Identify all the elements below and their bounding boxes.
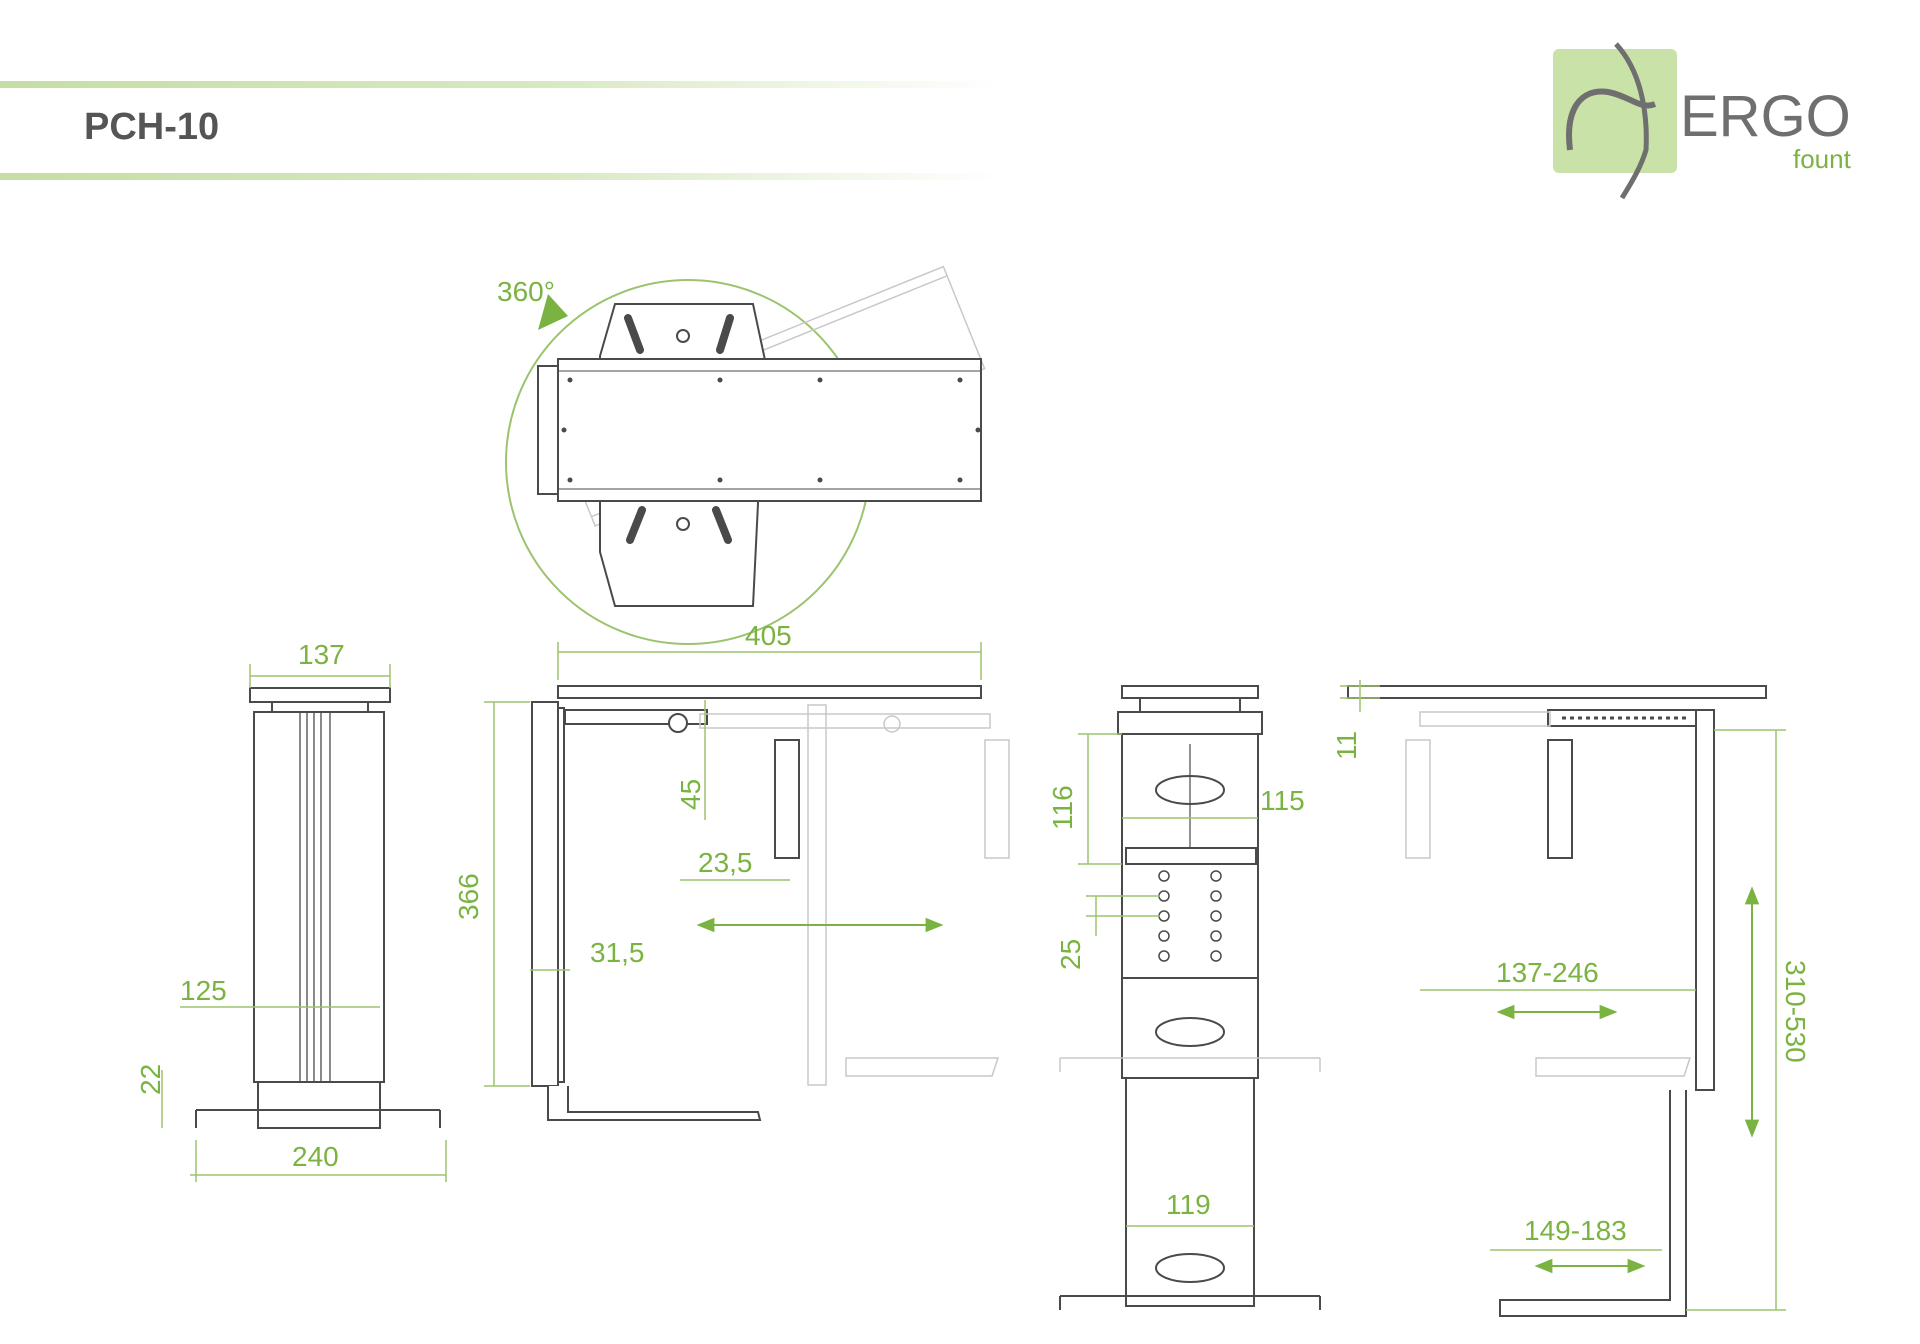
dim-side-column-offset: 31,5 <box>590 937 645 968</box>
front-column-rails <box>299 712 331 1082</box>
side-column <box>531 701 559 1087</box>
elev-handle-mid <box>1155 1017 1225 1047</box>
side-view-dims <box>484 642 982 1087</box>
main-plate <box>557 358 982 502</box>
elevation-dims <box>1078 733 1258 1227</box>
dim-side-top-length: 405 <box>745 620 792 651</box>
header-stripe-top <box>0 81 1000 88</box>
front-column <box>253 711 385 1083</box>
dim-mid-upper-height: 116 <box>1047 785 1078 830</box>
logo-word: ERGO <box>1680 84 1851 149</box>
front-swivel <box>271 701 369 713</box>
side-top-plate <box>557 685 982 699</box>
side-view <box>531 685 982 1121</box>
rotation-arrow-icon <box>538 294 568 330</box>
dim-right-plate-thickness: 11 <box>1331 731 1362 760</box>
mount-screw-top <box>676 329 690 343</box>
dim-front-foot-height: 22 <box>135 1064 166 1095</box>
side-base <box>547 1086 762 1121</box>
right-column <box>1695 709 1715 1091</box>
dim-right-base-range: 149-183 <box>1524 1215 1627 1246</box>
top-view: 360° <box>497 265 986 645</box>
elev-ghost <box>1059 1057 1321 1072</box>
side-clamp <box>774 739 800 859</box>
logo-figure <box>1614 42 1649 200</box>
front-view <box>195 687 441 1129</box>
elevation-view <box>1059 685 1321 1310</box>
dim-front-column-width: 125 <box>180 975 227 1006</box>
dim-mid-lower-width: 119 <box>1166 1189 1211 1220</box>
right-view <box>1347 685 1767 1317</box>
header-stripe-bottom <box>0 173 1000 180</box>
right-ghost <box>1405 711 1692 1077</box>
side-column-inner <box>557 707 565 1083</box>
elev-head <box>1117 711 1263 735</box>
ergofount-logo: ERGO fount <box>1553 42 1852 200</box>
front-view-dims <box>161 664 447 1182</box>
right-clamp <box>1547 739 1573 859</box>
right-view-dims <box>1340 680 1786 1311</box>
front-base-rail <box>195 1109 441 1128</box>
mount-screw-bottom <box>676 517 690 531</box>
rotation-label: 360° <box>497 276 555 307</box>
main-plate-holes <box>561 377 981 483</box>
page-title: PCH-10 <box>84 106 220 148</box>
elev-swivel <box>1139 697 1241 713</box>
right-top-plate <box>1347 685 1767 699</box>
elev-handle-lower <box>1155 1253 1225 1283</box>
front-lower-box <box>257 1081 381 1129</box>
dim-side-bracket-drop: 45 <box>675 779 706 810</box>
side-knob-icon <box>668 713 688 733</box>
elev-keyhole-icons <box>1158 870 1222 962</box>
dim-front-top-width: 137 <box>298 639 345 670</box>
dim-mid-hole-pitch: 25 <box>1055 939 1086 970</box>
dim-side-bracket-offset: 23,5 <box>698 847 753 878</box>
dim-side-height: 366 <box>453 873 484 920</box>
dim-right-height-range: 310-530 <box>1780 960 1811 1063</box>
right-base <box>1499 1090 1687 1317</box>
elev-top-plate <box>1121 685 1259 699</box>
dim-front-base-width: 240 <box>292 1141 339 1172</box>
dim-right-width-range: 137-246 <box>1496 957 1599 988</box>
elev-divider <box>1125 847 1257 865</box>
mount-slots <box>624 314 734 544</box>
main-plate-endcap <box>537 365 559 495</box>
dim-mid-upper-width: 115 <box>1260 785 1305 816</box>
elev-base-rail <box>1059 1295 1321 1310</box>
front-top-plate <box>249 687 391 703</box>
logo-sub: fount <box>1793 144 1852 174</box>
side-ghost <box>699 704 1010 1086</box>
